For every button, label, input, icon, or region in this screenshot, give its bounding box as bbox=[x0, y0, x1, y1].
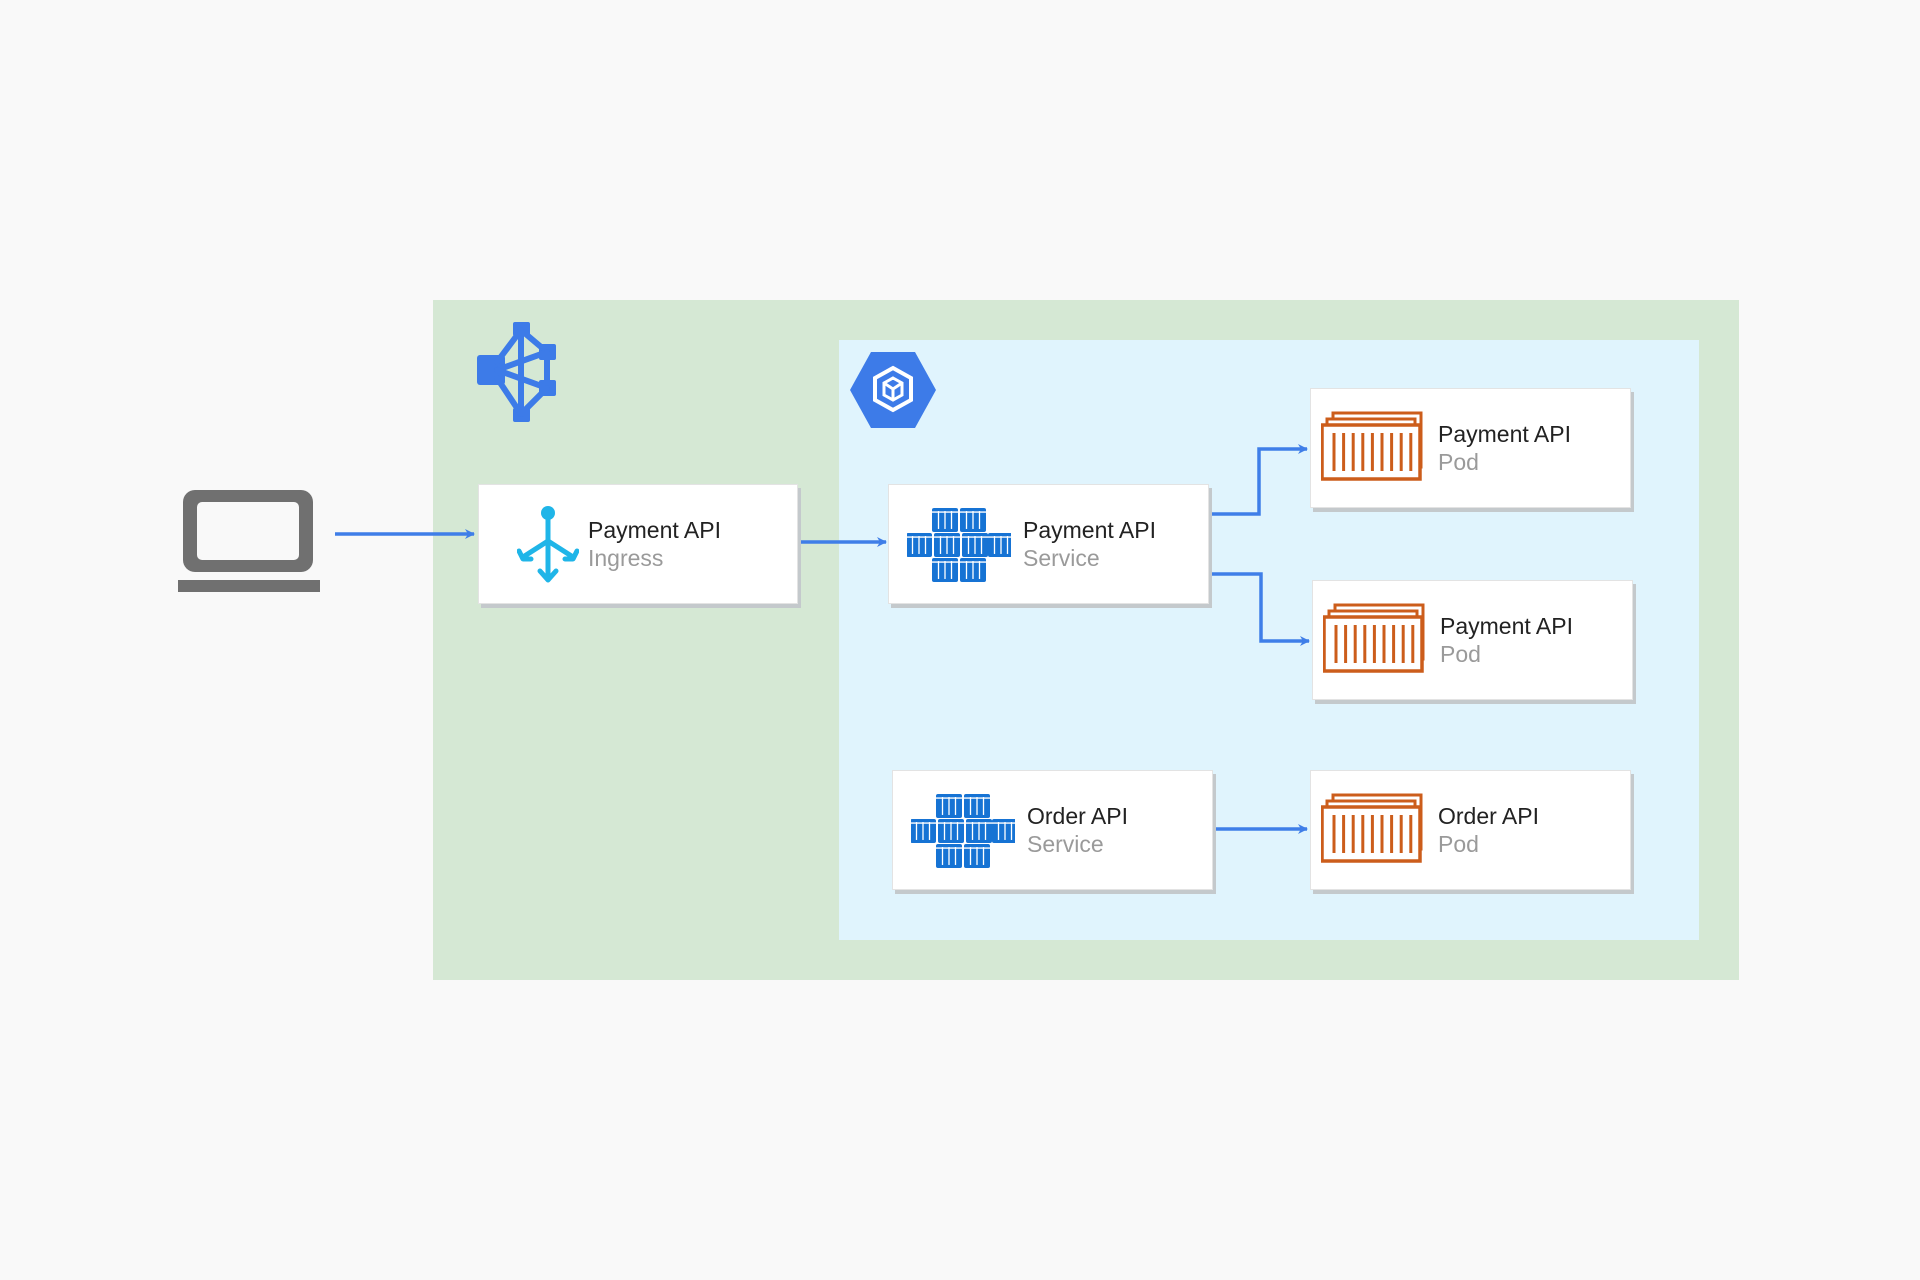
service-container-cluster-icon bbox=[910, 793, 1018, 869]
ingress-node[interactable]: Payment API Ingress bbox=[478, 484, 798, 604]
payment-pod-1-title: Payment API bbox=[1438, 421, 1571, 447]
laptop-icon bbox=[178, 486, 322, 596]
service-container-cluster-icon bbox=[906, 507, 1014, 583]
payment-service-node[interactable]: Payment API Service bbox=[888, 484, 1209, 604]
edge-payment-service-to-pod-1 bbox=[1211, 444, 1308, 516]
order-service-node[interactable]: Order API Service bbox=[892, 770, 1213, 890]
ingress-title: Payment API bbox=[588, 517, 721, 543]
pod-container-stack-icon bbox=[1320, 411, 1425, 481]
order-service-subtitle: Service bbox=[1027, 831, 1104, 857]
payment-pod-1-subtitle: Pod bbox=[1438, 449, 1479, 475]
order-pod-title: Order API bbox=[1438, 803, 1539, 829]
order-pod-node[interactable]: Order API Pod bbox=[1310, 770, 1631, 890]
kubernetes-engine-hexagon-icon bbox=[849, 350, 937, 430]
payment-service-title: Payment API bbox=[1023, 517, 1156, 543]
payment-service-subtitle: Service bbox=[1023, 545, 1100, 571]
payment-pod-2-subtitle: Pod bbox=[1440, 641, 1481, 667]
payment-pod-1-node[interactable]: Payment API Pod bbox=[1310, 388, 1631, 508]
ingress-split-arrow-icon bbox=[516, 505, 580, 585]
edge-payment-service-to-pod-2 bbox=[1211, 572, 1310, 646]
payment-pod-2-node[interactable]: Payment API Pod bbox=[1312, 580, 1633, 700]
order-pod-subtitle: Pod bbox=[1438, 831, 1479, 857]
ingress-subtitle: Ingress bbox=[588, 545, 664, 571]
payment-pod-2-title: Payment API bbox=[1440, 613, 1573, 639]
pod-container-stack-icon bbox=[1320, 793, 1425, 863]
order-service-title: Order API bbox=[1027, 803, 1128, 829]
pod-container-stack-icon bbox=[1322, 603, 1427, 673]
network-topology-icon bbox=[477, 322, 567, 422]
